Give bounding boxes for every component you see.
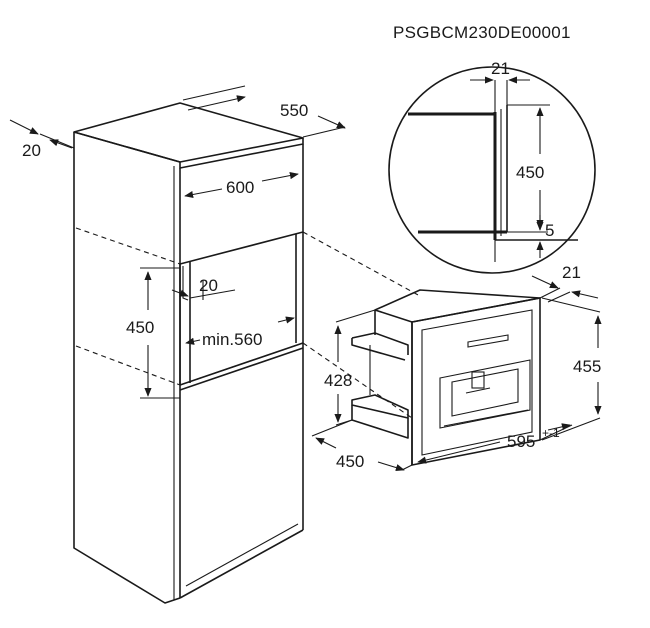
dim-428: 428 <box>324 371 352 390</box>
dim-min-560: min.560 <box>202 330 262 349</box>
dim-455: 455 <box>573 357 601 376</box>
dim-20-inner: 20 <box>199 276 218 295</box>
drawing-code: PSGBCM230DE00001 <box>393 23 571 42</box>
dim-450-depth: 450 <box>336 452 364 471</box>
dim-595-tolerance: +-1 <box>542 426 560 440</box>
detail-view <box>388 66 596 274</box>
dim-595: 595 <box>507 432 535 451</box>
dim-600: 600 <box>226 178 254 197</box>
dim-21-detail: 21 <box>491 59 510 78</box>
cabinet <box>73 102 304 604</box>
dim-450-niche: 450 <box>126 318 154 337</box>
dim-20-side: 20 <box>22 141 41 160</box>
dim-21-appliance: 21 <box>562 263 581 282</box>
dim-550: 550 <box>280 101 308 120</box>
dimension-lines <box>9 76 602 472</box>
dim-450-detail: 450 <box>516 163 544 182</box>
niche-projection-lines <box>75 227 421 419</box>
dimension-labels: 20 550 600 20 450 min.560 21 450 5 21 45… <box>22 59 601 471</box>
dim-5-detail: 5 <box>545 221 554 240</box>
